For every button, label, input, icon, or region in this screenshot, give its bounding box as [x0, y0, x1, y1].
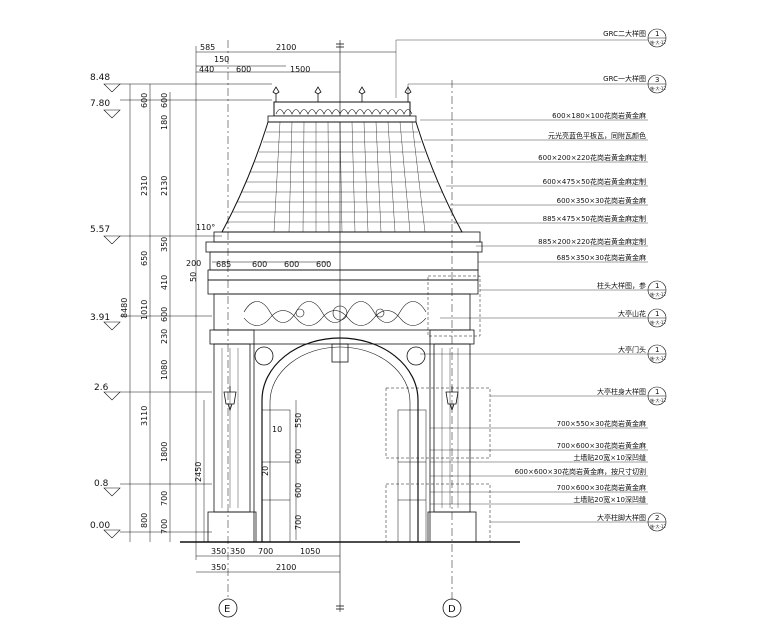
frieze-dim: 600 [284, 260, 299, 269]
left-dim: 600 [160, 307, 169, 322]
left-dim: 1080 [160, 360, 169, 380]
bubble-number: 3 [655, 76, 659, 84]
callout-text: 600×180×100花岗岩黄金麻 [552, 111, 646, 120]
bubble-sheet: 施-大-12 [650, 397, 666, 403]
level-label: 5.57 [90, 225, 110, 235]
bottom-dim: 350 [230, 547, 245, 556]
callout-text: 元光亮蓝色平板瓦，同附瓦颜色 [548, 131, 646, 140]
bottom-dim: 700 [258, 547, 273, 556]
callout-text: 700×600×30花岗岩黄金麻 [557, 441, 646, 450]
callout-text: 885×200×220花岗岩黄金麻定制 [538, 237, 646, 246]
callout-text: 700×550×30花岗岩黄金麻 [557, 419, 646, 428]
callout-text: 700×600×30花岗岩黄金麻 [557, 483, 646, 492]
left-dim: 700 [160, 519, 169, 534]
drawing-geometry [103, 28, 667, 618]
callout-text: 600×350×30花岗岩黄金麻 [557, 196, 646, 205]
door-dim: 600 [294, 449, 303, 464]
left-dim: 600 [160, 93, 169, 108]
callout-text: 600×475×50花岗岩黄金麻定制 [543, 177, 646, 186]
bubble-number: 1 [655, 346, 659, 354]
level-label: 0.8 [94, 479, 109, 489]
bubble-number: 1 [655, 310, 659, 318]
level-label: 8.48 [90, 73, 110, 83]
door-dim: 700 [294, 515, 303, 530]
callout-text: 大亭柱脚大样图 [597, 513, 646, 522]
door-dim: 600 [294, 483, 303, 498]
callout-text: GRC二大样图 [603, 29, 646, 38]
callout-text: 土墙贴20宽×10深凹缝 [573, 495, 646, 504]
frieze-dim: 600 [252, 260, 267, 269]
callout-text: 柱头大样图，参 [597, 281, 646, 290]
left-dim: 3110 [140, 406, 149, 426]
top-dim-440: 440 [199, 65, 214, 74]
bubble-number: 2 [655, 514, 659, 522]
bubble-sheet: 施-大-12 [650, 523, 666, 529]
left-dim: 1800 [160, 442, 169, 462]
door-dim: 20 [261, 466, 270, 476]
callout-text: 大亭柱身大样图 [597, 387, 646, 396]
level-label: 3.91 [90, 313, 110, 323]
callout-text: 600×200×220花岗岩黄金麻定制 [538, 153, 646, 162]
callout-text: 885×475×50花岗岩黄金麻定制 [543, 214, 646, 223]
bubble-sheet: 施-大-12 [650, 355, 666, 361]
callout-list: GRC二大样图 GRC一大样图 600×180×100花岗岩黄金麻 元光亮蓝色平… [515, 29, 646, 522]
axis-label-e: E [224, 604, 230, 615]
left-dim: 2130 [160, 176, 169, 196]
left-dim: 650 [140, 251, 149, 266]
bubble-sheet: 施-大-12 [650, 319, 666, 325]
callout-text: 大亭山花 [618, 309, 646, 318]
top-dim-585: 585 [200, 43, 215, 52]
bottom-dim: 2100 [276, 563, 296, 572]
bottom-dim: 350 [211, 563, 226, 572]
bubble-sheet: 施-大-12 [650, 291, 666, 297]
left-dim-total: 8480 [120, 298, 129, 318]
callout-bubbles: 1 施-大-12 3 施-大-12 1 施-大-12 1 施-大-12 1 施-… [650, 30, 666, 529]
left-dim: 600 [140, 93, 149, 108]
bottom-dim: 350 [211, 547, 226, 556]
axis-label-d: D [448, 604, 456, 615]
left-dim: 410 [160, 275, 169, 290]
left-dim-small: 230 [160, 329, 169, 344]
callout-text: 大亭门头 [618, 345, 646, 354]
frieze-dim: 600 [316, 260, 331, 269]
callout-text: GRC一大样图 [603, 74, 646, 83]
left-dim-small: 2450 [194, 462, 203, 482]
top-dim-600: 600 [236, 65, 251, 74]
left-dim: 800 [140, 513, 149, 528]
left-dim: 700 [160, 491, 169, 506]
bubble-number: 1 [655, 388, 659, 396]
left-dim: 2310 [140, 176, 149, 196]
left-dim-small: 50 [189, 272, 198, 282]
left-dim: 180 [160, 115, 169, 130]
level-label: 7.80 [90, 99, 110, 109]
frieze-dim: 685 [216, 260, 231, 269]
bubble-sheet: 施-大-12 [650, 85, 666, 91]
level-label: 0.00 [90, 521, 110, 531]
left-dim: 350 [160, 237, 169, 252]
left-dim-small: 200 [186, 259, 201, 268]
bottom-dim: 1050 [300, 547, 320, 556]
level-label: 2.6 [94, 383, 109, 393]
door-dim: 10 [272, 425, 282, 434]
roof-angle: 110° [196, 223, 215, 232]
bubble-sheet: 施-大-12 [650, 39, 666, 45]
bubble-number: 1 [655, 30, 659, 38]
callout-text: 600×600×30花岗岩黄金麻，按尺寸切割 [515, 467, 646, 476]
top-dim-2100: 2100 [276, 43, 296, 52]
callout-text: 土墙贴20宽×10深凹缝 [573, 453, 646, 462]
top-dim-150: 150 [214, 55, 229, 64]
callout-text: 685×350×30花岗岩黄金麻 [557, 253, 646, 262]
door-dim: 550 [294, 413, 303, 428]
bubble-number: 1 [655, 282, 659, 290]
top-dim-1500: 1500 [290, 65, 310, 74]
left-dim: 1010 [140, 300, 149, 320]
